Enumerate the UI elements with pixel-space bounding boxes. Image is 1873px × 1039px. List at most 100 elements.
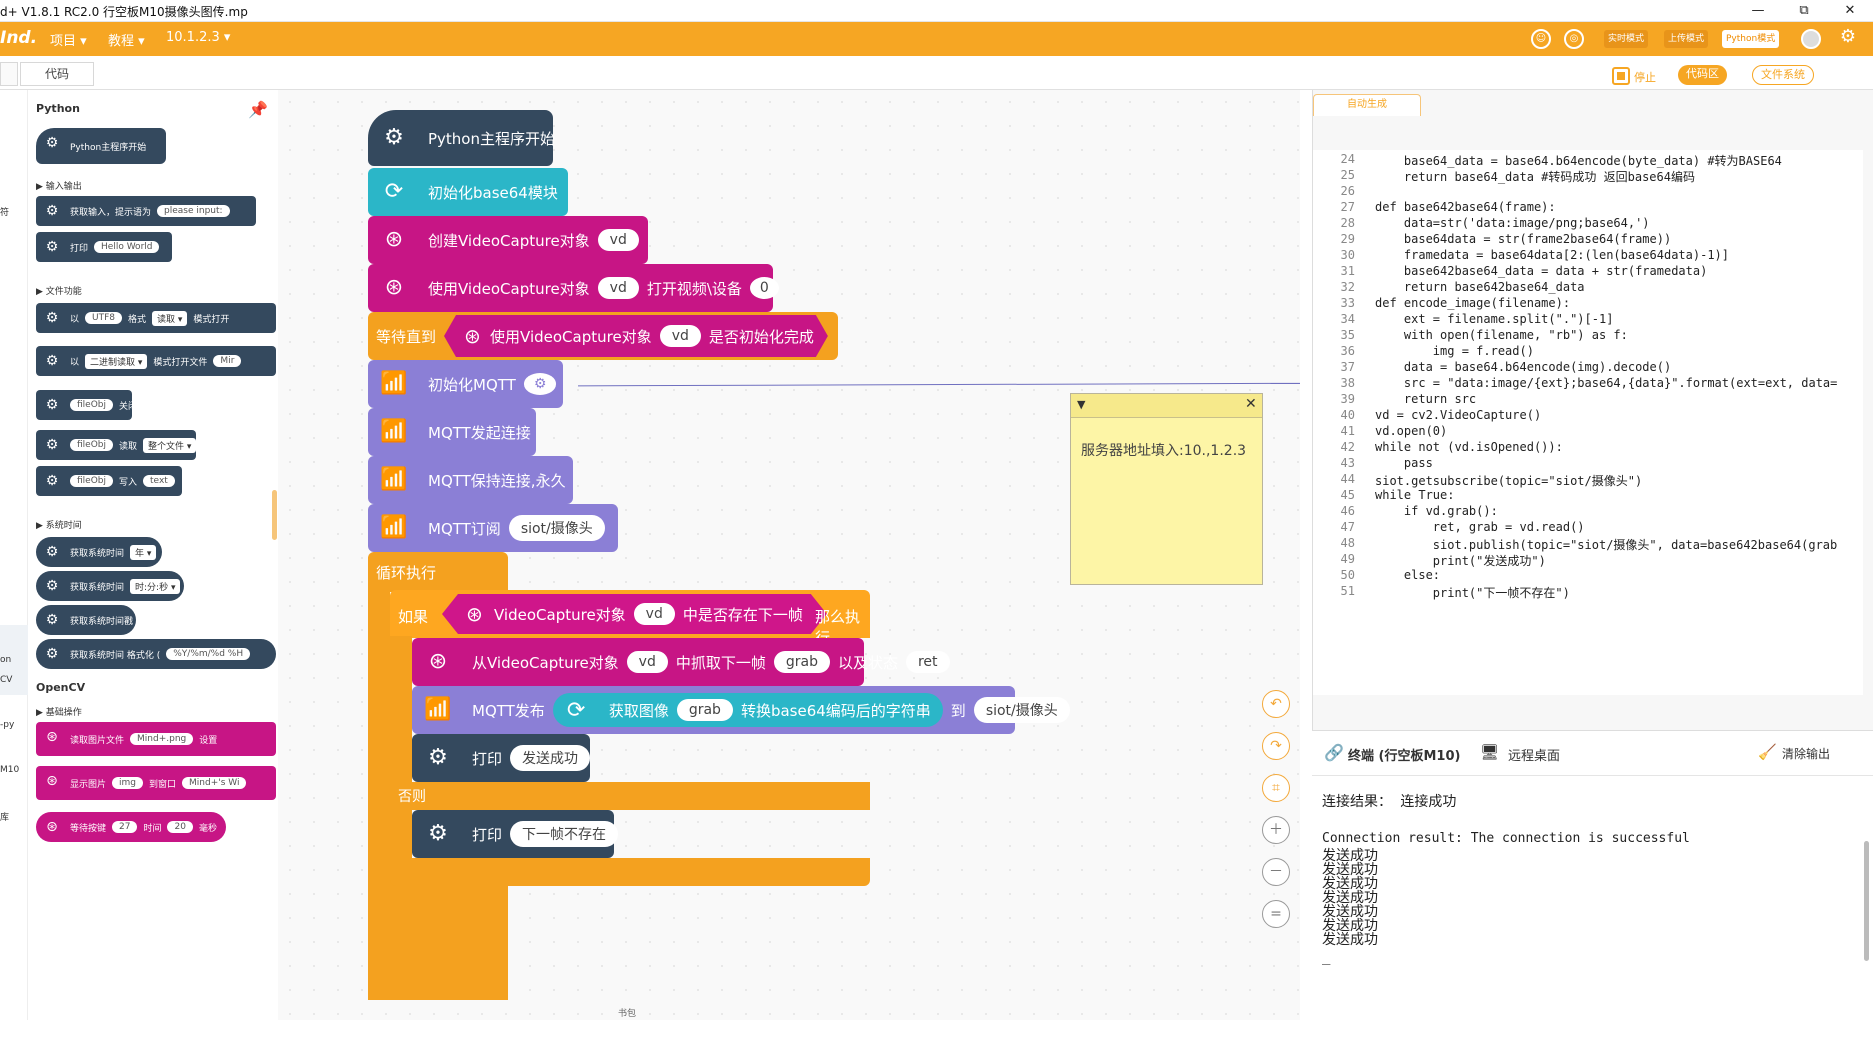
terminal-scrollbar[interactable] [1864,841,1869,961]
code-line[interactable]: base642base64_data = data + str(framedat… [1375,264,1708,278]
gear-icon[interactable]: ⚙ [523,373,557,395]
palette-block-time-hms[interactable]: ⚙ 获取系统时间时:分:秒 ▾ [36,571,184,601]
category-m10[interactable]: M10 [0,765,20,775]
block-workspace[interactable]: ⚙ Python主程序开始 ⟳ 初始化base64模块 ⊛ 创建VideoCap… [278,90,1300,1020]
tab-code[interactable]: 代码 [20,62,94,86]
community-icon[interactable]: ◎ [1564,29,1584,49]
block-init-mqtt[interactable]: 📶 初始化MQTT ⚙ [368,360,563,408]
gear-icon[interactable]: ⚙ [1839,26,1857,47]
code-line[interactable]: ret, grab = vd.read() [1375,520,1585,534]
stop-icon[interactable] [1612,67,1630,85]
code-editor[interactable]: 24 base64_data = base64.b64encode(byte_d… [1313,150,1863,695]
block-mqtt-connect[interactable]: 📶 MQTT发起连接 [368,408,536,456]
palette-block-input[interactable]: ⚙ 获取输入，提示语为 please input: [36,196,256,226]
file-system-button[interactable]: 文件系统 [1752,65,1814,85]
minimize-button[interactable]: — [1751,3,1765,18]
code-line[interactable]: print("发送成功") [1375,554,1546,568]
backpack-label[interactable]: 书包 [618,1009,637,1019]
note-text[interactable]: 服务器地址填入:10.,1.2.3 [1081,443,1247,459]
collapse-icon[interactable]: ▼ [1077,398,1086,411]
category-library[interactable]: 库 [0,813,10,823]
zoom-in-icon[interactable]: ＋ [1262,816,1290,844]
redo-icon[interactable]: ↷ [1262,732,1290,760]
code-line[interactable]: return base642base64_data [1375,280,1585,294]
zoom-reset-icon[interactable]: = [1262,900,1290,928]
category-pinpong[interactable]: -py [0,720,15,730]
pin-icon[interactable]: 📌 [248,100,268,119]
stop-label[interactable]: 停止 [1634,71,1656,84]
code-line[interactable]: def base642base64(frame): [1375,200,1556,214]
code-area-button[interactable]: 代码区 [1678,65,1727,85]
code-line[interactable]: return base64_data #转码成功 返回base64编码 [1375,170,1695,184]
code-line[interactable]: base64data = str(frame2base64(frame)) [1375,232,1672,246]
avatar[interactable] [1801,29,1821,49]
restore-button[interactable]: ⧉ [1799,3,1809,18]
code-line[interactable]: vd = cv2.VideoCapture() [1375,408,1542,422]
category-opencv[interactable]: CV [0,675,13,685]
code-line[interactable]: pass [1375,456,1433,470]
code-line[interactable]: siot.publish(topic="siot/摄像头", data=base… [1375,538,1838,552]
robot-icon[interactable]: ☺ [1531,29,1551,49]
code-line[interactable]: src = "data:image/{ext};base64,{data}".f… [1375,376,1838,390]
mode-python[interactable]: Python模式 [1722,30,1780,48]
clear-output-button[interactable]: 清除输出 [1782,747,1831,761]
palette-block-time[interactable]: ⚙ 获取系统时间年 ▾ [36,537,162,567]
zoom-out-icon[interactable]: － [1262,858,1290,886]
code-line[interactable]: data = base64.b64encode(img).decode() [1375,360,1672,374]
code-line[interactable]: while not (vd.isOpened()): [1375,440,1563,454]
code-line[interactable]: if vd.grab(): [1375,504,1498,518]
palette-block-start[interactable]: ⚙ Python主程序开始 [36,128,166,164]
code-line[interactable]: data=str('data:image/png;base64,') [1375,216,1650,230]
tab-blocks[interactable] [0,62,18,86]
tab-remote-desktop[interactable]: 远程桌面 [1508,749,1561,764]
code-line[interactable]: img = f.read() [1375,344,1534,358]
code-line[interactable]: return src [1375,392,1477,406]
comment-note[interactable]: ▼ ✕ 服务器地址填入:10.,1.2.3 [1070,393,1263,585]
mode-realtime[interactable]: 实时模式 [1604,30,1649,48]
tab-auto-generated[interactable]: 自动生成 [1313,94,1421,116]
block-print-no-frame[interactable]: ⚙ 打印下一帧不存在 [412,810,619,858]
menu-tutorial[interactable]: 教程 ▾ [108,34,145,49]
code-line[interactable]: def encode_image(filename): [1375,296,1571,310]
close-icon[interactable]: ✕ [1245,396,1257,412]
block-python-start[interactable]: ⚙ Python主程序开始 [368,110,555,166]
code-line[interactable]: base64_data = base64.b64encode(byte_data… [1375,154,1782,168]
code-line[interactable]: vd.open(0) [1375,424,1448,438]
mode-upload[interactable]: 上传模式 [1664,30,1709,48]
palette-scrollbar[interactable] [272,490,277,540]
close-button[interactable]: ✕ [1844,3,1856,18]
menu-version[interactable]: 10.1.2.3 ▾ [166,30,231,45]
palette-block-timestamp[interactable]: ⚙ 获取系统时间戳 [36,605,136,635]
palette-block-time-format[interactable]: ⚙ 获取系统时间 格式化 (%Y/%m/%d %H [36,639,276,669]
undo-icon[interactable]: ↶ [1262,690,1290,718]
block-print-ok[interactable]: ⚙ 打印发送成功 [412,734,591,782]
code-line[interactable]: ext = filename.split(".")[-1] [1375,312,1614,326]
code-line[interactable]: framedata = base64data[2:(len(base64data… [1375,248,1730,262]
block-mqtt-keep[interactable]: 📶 MQTT保持连接,永久 [368,456,573,504]
code-line[interactable]: else: [1375,568,1441,582]
tab-terminal[interactable]: 终端 (行空板M10) [1348,749,1461,764]
menu-project[interactable]: 项目 ▾ [50,34,87,49]
code-line[interactable]: siot.getsubscribe(topic="siot/摄像头") [1375,474,1643,488]
block-forever[interactable]: 循环执行 [368,552,508,592]
crop-icon[interactable]: ⌗ [1262,774,1290,802]
note-header[interactable]: ▼ ✕ [1071,394,1262,418]
palette-block-print[interactable]: ⚙ 打印 Hello World [36,232,172,262]
